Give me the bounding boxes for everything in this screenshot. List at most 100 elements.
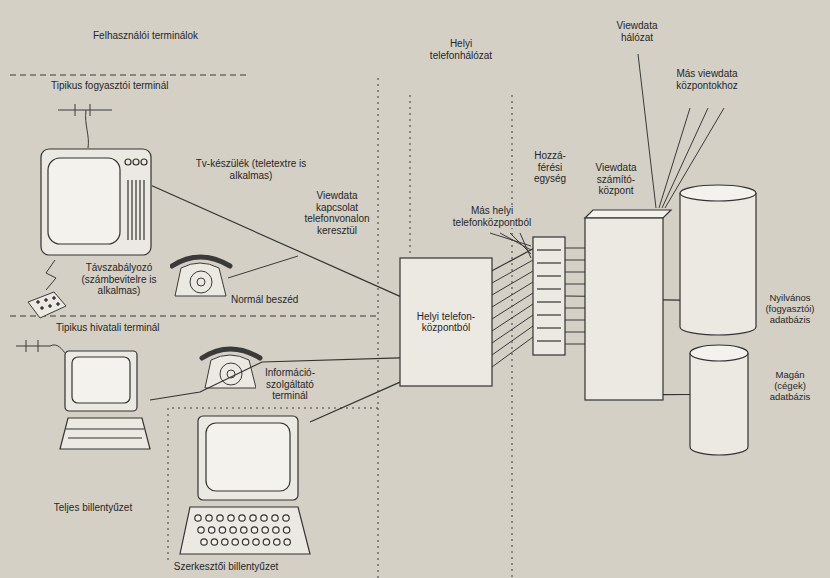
unit-slot	[537, 275, 561, 276]
node-outline	[40, 148, 152, 256]
keyboard-key	[230, 527, 236, 533]
keyboard-key	[250, 515, 256, 521]
monitor-screen	[206, 423, 290, 491]
monitor-screen	[72, 357, 130, 403]
region-divider	[10, 75, 250, 76]
trunk-line	[565, 272, 585, 273]
antenna-symbol	[26, 340, 27, 352]
keyboard-key	[284, 539, 290, 545]
trunk-line	[565, 248, 585, 249]
connector-line	[663, 394, 690, 395]
tv-knob	[133, 159, 139, 165]
monitor-case	[65, 351, 137, 411]
node-outline	[41, 149, 151, 255]
cabinet	[585, 218, 663, 400]
keyboard-key	[228, 515, 234, 521]
database-cylinder: Nyilvános (fogyasztói) adatbázis	[680, 185, 756, 335]
annotation-label: Távszabályozó (számbevitelre is alkalmas…	[68, 262, 170, 297]
keyboard-key	[261, 515, 267, 521]
editor-terminal: Információ-szolgáltató terminálSzerkeszt…	[180, 415, 310, 555]
access-unit	[533, 237, 565, 355]
annotation-label: Más helyi telefonközpontból	[446, 205, 538, 228]
keyboard-row	[66, 428, 144, 429]
keyboard-key	[273, 527, 279, 533]
telephone	[172, 257, 230, 296]
remote-key	[45, 299, 48, 302]
node-label: Hozzá-férési egység	[524, 150, 576, 185]
keyboard-key	[253, 539, 259, 545]
keyboard-key	[209, 527, 215, 533]
node-outline	[680, 185, 756, 335]
database-body	[680, 193, 756, 335]
node-label: Információ-szolgáltató terminál	[256, 367, 324, 402]
keyboard-key	[283, 515, 289, 521]
trunk-line	[492, 304, 533, 331]
tv-screen	[48, 158, 120, 244]
keyboard-key	[219, 527, 225, 533]
remote-key	[57, 303, 60, 306]
unit-slot	[537, 314, 561, 315]
computer-centre: Viewdata számító-központ	[585, 218, 663, 400]
keyboard-key	[272, 515, 278, 521]
annotation-label: Helyi telefonhálózat	[418, 38, 504, 61]
keyboard-key	[232, 539, 238, 545]
phone-cord	[228, 256, 298, 278]
annotation-label: Viewdata hálózat	[606, 20, 668, 43]
remote-key	[37, 301, 40, 304]
unit-slot	[537, 327, 561, 328]
trunk-line	[492, 337, 533, 367]
keyboard-key	[263, 539, 269, 545]
annotation-label: Tipikus hivatali terminál	[55, 322, 161, 334]
region-divider	[512, 95, 513, 578]
trunk-line	[565, 308, 585, 309]
annotation-label: Tipikus fogyasztói terminál	[50, 80, 169, 92]
keyboard	[180, 507, 310, 554]
keyboard-key	[201, 539, 207, 545]
trunk-line	[565, 344, 585, 345]
tv-grille	[131, 180, 132, 240]
antenna-wire	[50, 345, 66, 354]
remote-key	[49, 305, 52, 308]
node-outline	[180, 415, 310, 555]
keyboard-key	[242, 539, 248, 545]
node-outline	[680, 185, 756, 335]
node-outline	[60, 351, 150, 449]
unit-slot	[537, 262, 561, 263]
trunk-line	[492, 282, 533, 307]
node-outline	[690, 345, 748, 455]
node-label: Viewdata számító-központ	[587, 162, 645, 197]
access-unit: Hozzá-férési egység	[533, 237, 565, 355]
node-label: Teljes billentyűzet	[52, 502, 134, 514]
keyboard-key	[274, 539, 280, 545]
remote-control	[28, 292, 66, 318]
database-top	[680, 185, 756, 201]
antenna-symbol	[38, 340, 39, 352]
database-cylinder: Magán (cégek) adatbázis	[690, 345, 748, 455]
unit-slot	[537, 301, 561, 302]
line-bundle	[37, 248, 585, 367]
keyboard	[60, 418, 150, 449]
antenna-symbol	[90, 104, 91, 116]
database-top	[690, 345, 748, 361]
exchange-box	[400, 258, 492, 386]
exchange-box: Helyi telefon-központból	[400, 258, 492, 386]
unit-slot	[537, 288, 561, 289]
region-divider	[10, 316, 378, 317]
antenna-symbol	[75, 104, 76, 116]
trunk-line	[492, 315, 533, 343]
connector-line	[663, 299, 680, 300]
node-outline	[690, 345, 748, 455]
unit-slot	[537, 340, 561, 341]
region-divider	[410, 95, 411, 255]
keyboard-key	[251, 527, 257, 533]
keyboard-key	[241, 527, 247, 533]
tv-grille	[143, 180, 144, 240]
node-outline	[585, 210, 671, 400]
tv-cabinet	[41, 149, 151, 255]
tv-grille	[135, 180, 136, 240]
infrared-link	[46, 260, 56, 290]
node-label: Tv-készülék (teletextre is alkalmas)	[188, 158, 314, 181]
region-divider	[378, 78, 379, 578]
trunk-line	[565, 260, 585, 261]
